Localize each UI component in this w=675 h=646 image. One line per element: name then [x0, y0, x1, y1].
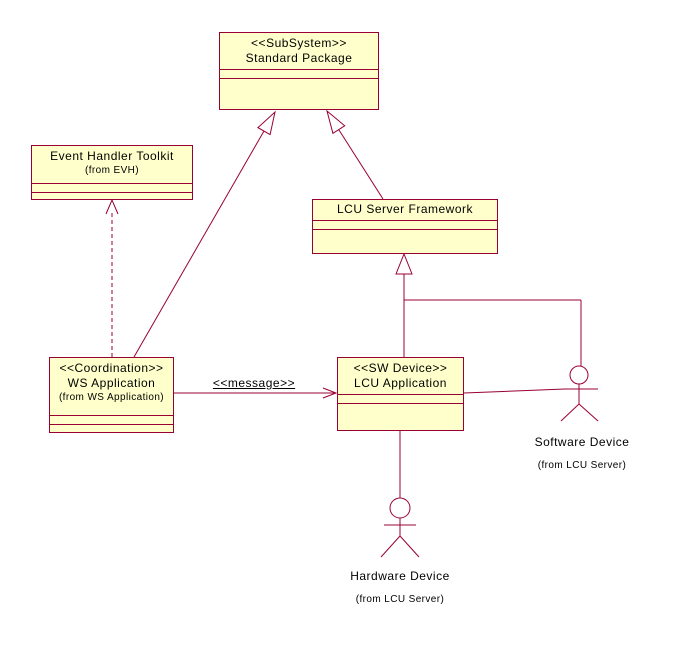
class-name: LCU Server Framework: [336, 202, 474, 216]
dependency-ws-application-to-event-handler-toolkit[interactable]: [105, 198, 119, 357]
operations-compartment: [220, 78, 378, 109]
actor-origin-software-device: (from LCU Server): [537, 460, 627, 471]
operations-compartment: [50, 424, 173, 432]
generalization-line: [338, 129, 384, 200]
class-name: Event Handler Toolkit: [50, 149, 174, 163]
generalization-lcu-server-framework-to-standard-package[interactable]: [326, 109, 384, 200]
actor-hardware-device[interactable]: [380, 497, 420, 558]
association-line: [463, 388, 566, 394]
attributes-compartment: [220, 69, 378, 78]
generalization-line: [133, 130, 265, 358]
attributes-compartment: [313, 220, 497, 229]
class-origin-label: (from WS Application): [58, 392, 165, 403]
class-event-handler-toolkit[interactable]: Event Handler Toolkit (from EVH): [31, 145, 193, 200]
actor-label-software-device: Software Device: [534, 435, 630, 449]
class-name: WS Application: [67, 376, 156, 390]
actor-head-icon: [569, 365, 589, 385]
hollow-triangle-icon: [326, 109, 346, 135]
actor-software-device[interactable]: [560, 365, 599, 422]
class-standard-package[interactable]: <<SubSystem>> Standard Package: [219, 32, 379, 110]
message-edge-label[interactable]: <<message>>: [212, 376, 296, 390]
actor-legs-icon: [380, 535, 420, 558]
stereotype-label: <<SW Device>>: [353, 361, 448, 375]
stereotype-label: <<Coordination>>: [59, 361, 164, 375]
attributes-compartment: [32, 183, 192, 192]
class-lcu-server-framework[interactable]: LCU Server Framework: [312, 199, 498, 254]
class-name: Standard Package: [245, 51, 353, 65]
hollow-triangle-icon: [257, 110, 276, 136]
actor-head-icon: [389, 497, 411, 519]
hollow-triangle-icon: [395, 252, 413, 275]
class-origin-label: (from EVH): [85, 165, 139, 176]
attributes-compartment: [50, 415, 173, 424]
open-arrowhead-icon: [105, 198, 119, 215]
operations-compartment: [32, 192, 192, 199]
operations-compartment: [338, 403, 463, 430]
stereotype-label: <<SubSystem>>: [251, 36, 347, 50]
association-lcu-application-to-software-device[interactable]: [463, 388, 566, 394]
actor-label-hardware-device: Hardware Device: [350, 569, 450, 583]
class-name: LCU Application: [354, 376, 447, 390]
operations-compartment: [313, 229, 497, 253]
generalization-lcu-application-to-lcu-server-framework[interactable]: [395, 252, 582, 366]
generalization-ws-application-to-standard-package[interactable]: [133, 110, 276, 358]
attributes-compartment: [338, 394, 463, 403]
actor-legs-icon: [560, 403, 599, 422]
class-lcu-application[interactable]: <<SW Device>> LCU Application: [337, 357, 464, 431]
association-message-ws-application-to-lcu-application[interactable]: [174, 387, 338, 399]
class-ws-application[interactable]: <<Coordination>> WS Application (from WS…: [49, 357, 174, 433]
actor-origin-hardware-device: (from LCU Server): [355, 594, 445, 605]
open-arrowhead-icon: [322, 387, 338, 399]
